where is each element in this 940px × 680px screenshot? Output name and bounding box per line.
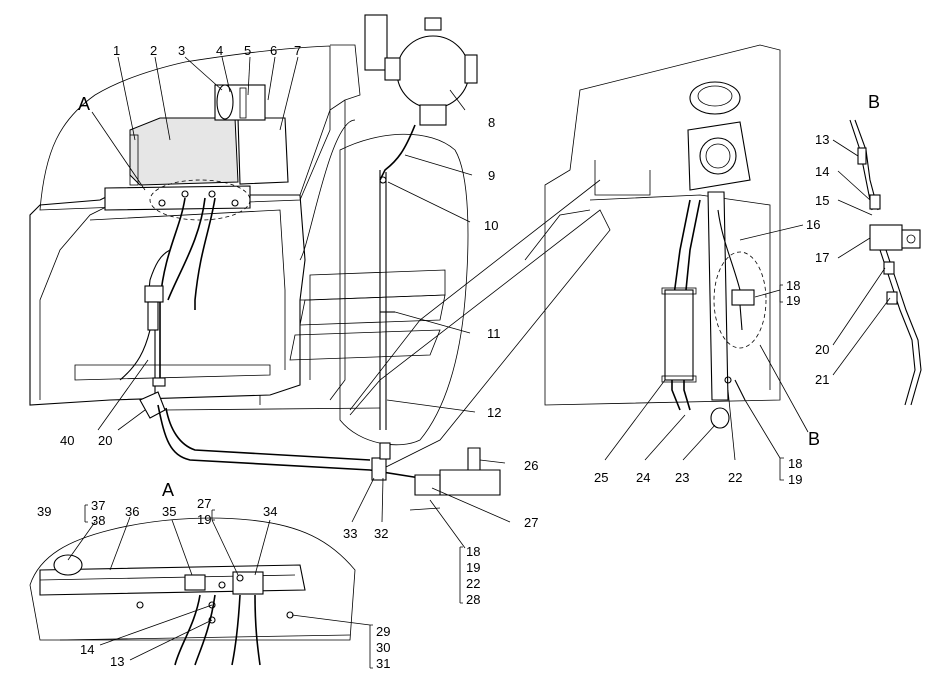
callout-23: 23 [675,470,689,485]
callout-34: 34 [263,504,277,519]
callout-labels: 1 2 3 4 5 6 7 A 8 9 10 11 12 40 20 26 27… [37,43,880,671]
view-b-title: B [868,92,880,112]
callout-22: 22 [728,470,742,485]
group-main-19: 19 [466,560,480,575]
fuel-tank-assembly [29,44,501,481]
group-right-19: 19 [786,293,800,308]
callout-21: 21 [815,372,829,387]
group-a-30: 30 [376,640,390,655]
callout-6: 6 [270,43,277,58]
callout-1: 1 [113,43,120,58]
callout-27-a: 27 [197,496,211,511]
group-b-19: 19 [788,472,802,487]
view-b-pointer: B [808,429,820,449]
callout-20-b: 20 [815,342,829,357]
callout-27-main: 27 [524,515,538,530]
view-b-sensor-detail [849,119,922,406]
callout-7: 7 [294,43,301,58]
group-b-18: 18 [788,456,802,471]
callout-5: 5 [244,43,251,58]
callout-20-left: 20 [98,433,112,448]
callout-3: 3 [178,43,185,58]
group-a-31: 31 [376,656,390,671]
group-a-29: 29 [376,624,390,639]
callout-35: 35 [162,504,176,519]
callout-15: 15 [815,193,829,208]
leader-lines [67,56,891,669]
callout-12: 12 [487,405,501,420]
callout-13-a: 13 [110,654,124,669]
callout-10: 10 [484,218,498,233]
callout-37: 37 [91,498,105,513]
detail-a-pointer: A [78,94,90,114]
callout-19-a: 19 [197,512,211,527]
callout-9: 9 [488,168,495,183]
callout-11: 11 [487,326,501,341]
callout-38: 38 [91,513,105,528]
group-main-28: 28 [466,592,480,607]
callout-25: 25 [594,470,608,485]
callout-36: 36 [125,504,139,519]
group-main-18: 18 [466,544,480,559]
callout-33: 33 [343,526,357,541]
callout-14-b: 14 [815,164,829,179]
fuel-prefilter-assembly [289,14,611,511]
detail-a-plate-section [29,517,356,666]
callout-26: 26 [524,458,538,473]
callout-8: 8 [488,115,495,130]
callout-16: 16 [806,217,820,232]
air-cleaner-right-assembly [524,44,781,429]
callout-2: 2 [150,43,157,58]
callout-32: 32 [374,526,388,541]
callout-13-b: 13 [815,132,829,147]
callout-14-a: 14 [80,642,94,657]
detail-a-title: A [162,480,174,500]
callout-17: 17 [815,250,829,265]
group-right-18: 18 [786,278,800,293]
callout-40: 40 [60,433,74,448]
callout-24: 24 [636,470,650,485]
callout-4: 4 [216,43,223,58]
group-main-22: 22 [466,576,480,591]
callout-39: 39 [37,504,51,519]
